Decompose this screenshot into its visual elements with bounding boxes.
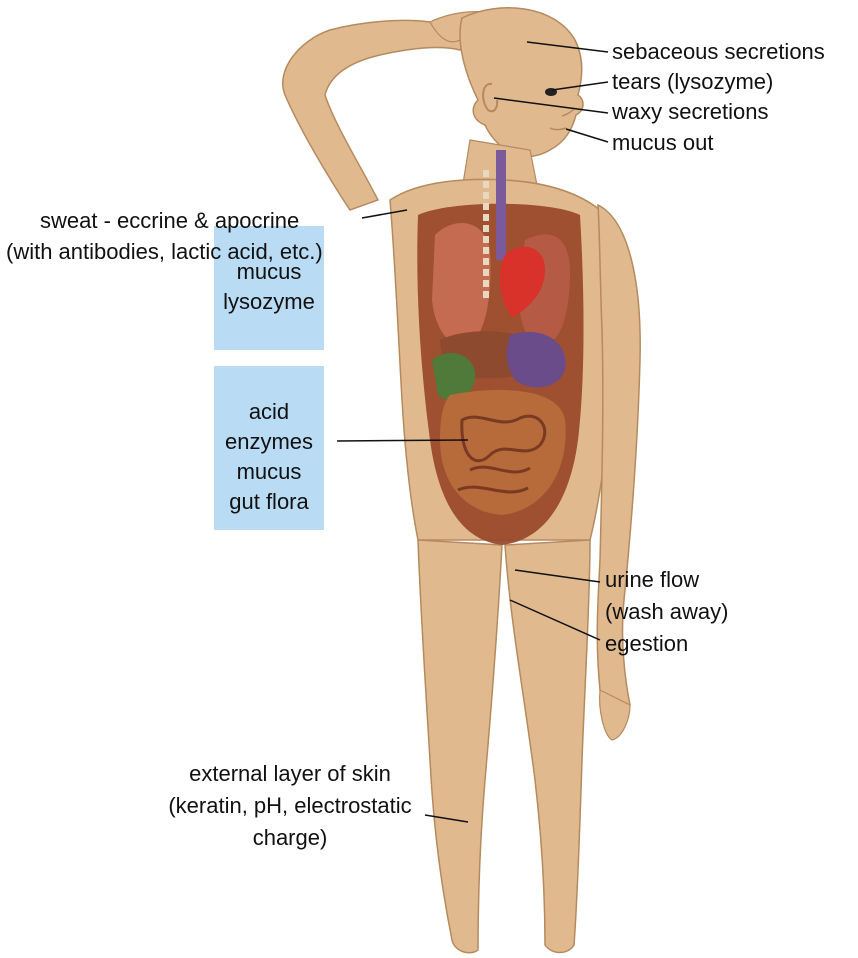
label-egestion: egestion (605, 630, 688, 657)
label-skin-line3: charge) (120, 824, 460, 851)
label-lysozyme: lysozyme (214, 288, 324, 315)
label-mucus-gut: mucus (214, 458, 324, 485)
label-waxy: waxy secretions (612, 98, 769, 125)
head (460, 8, 583, 157)
label-sebaceous: sebaceous secretions (612, 38, 825, 65)
label-sweat-line1: sweat - eccrine & apocrine (40, 207, 299, 234)
label-skin-line1: external layer of skin (120, 760, 460, 787)
label-urine-line2: (wash away) (605, 598, 728, 625)
label-tears: tears (lysozyme) (612, 68, 773, 95)
left-leg (418, 540, 502, 953)
label-acid: acid (214, 398, 324, 425)
label-urine-line1: urine flow (605, 566, 699, 593)
right-leg (505, 540, 590, 953)
label-gut-flora: gut flora (214, 488, 324, 515)
label-enzymes: enzymes (214, 428, 324, 455)
label-mucus-out: mucus out (612, 129, 714, 156)
trachea (496, 150, 506, 260)
label-skin-line2: (keratin, pH, electrostatic (120, 792, 460, 819)
left-lung (432, 223, 490, 346)
raised-arm (283, 20, 464, 210)
label-mucus: mucus (214, 258, 324, 285)
